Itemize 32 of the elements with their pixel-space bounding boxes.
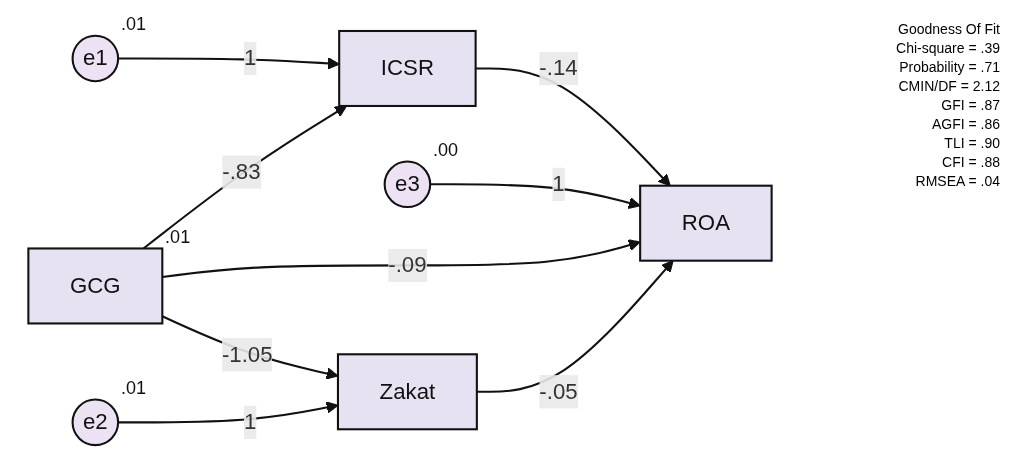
edge-label: -1.05 — [221, 342, 273, 366]
edge-label: 1 — [243, 409, 257, 434]
edge-label: 1 — [552, 171, 565, 196]
arrow — [476, 260, 674, 393]
node-box: ROA — [639, 184, 773, 262]
fit-statistic: CMIN/DF = 2.12 — [897, 77, 1000, 96]
node-circle: e3 — [383, 160, 432, 209]
node-box: Zakat — [336, 353, 478, 431]
node-circle: e2 — [71, 398, 120, 447]
edge-label: -.14 — [539, 55, 578, 80]
variance-value: .01 — [165, 226, 191, 247]
arrow — [430, 183, 641, 209]
fit-statistic: AGFI = .86 — [930, 115, 1000, 134]
edge-label: -.83 — [222, 159, 261, 184]
variance-value: .01 — [120, 378, 146, 398]
node-circle: e1 — [71, 34, 120, 83]
edge-label: -.09 — [388, 252, 427, 277]
fit-statistic: Probability = .71 — [898, 58, 1000, 77]
edge-label: -.05 — [539, 379, 578, 403]
fit-heading: Goodness Of Fit — [897, 20, 1000, 39]
fit-statistic: Chi-square = .39 — [895, 39, 1000, 58]
variance-value: .00 — [432, 139, 459, 160]
fit-statistic: GFI = .87 — [940, 96, 1000, 115]
fit-statistic: RMSEA = .04 — [914, 172, 1000, 191]
arrow — [118, 57, 340, 70]
fit-statistic: TLI = .90 — [943, 134, 1000, 153]
node-box: GCG — [27, 247, 164, 325]
arrow — [162, 239, 641, 279]
variance-value: .01 — [120, 14, 146, 35]
node-box: ICSR — [338, 29, 477, 108]
fit-statistic: CFI = .88 — [941, 153, 1000, 172]
edge-label: 1 — [243, 45, 257, 70]
